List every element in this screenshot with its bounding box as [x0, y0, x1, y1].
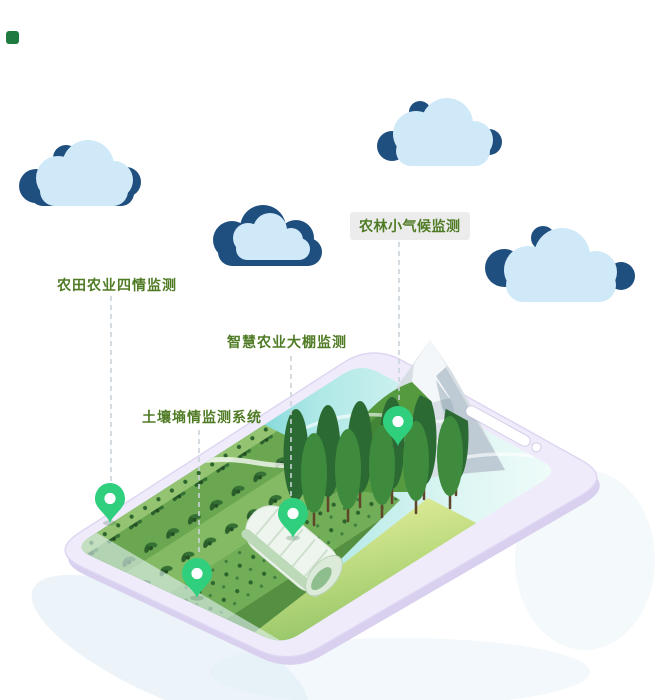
- cloud-left-icon: [19, 140, 141, 206]
- leader-lines: [110, 242, 400, 556]
- cloud-middle-icon: [213, 205, 322, 266]
- label-field-monitoring: 农田农业四情监测: [57, 277, 177, 293]
- pin-soil-location-pin-icon: [182, 558, 212, 601]
- cloud-right-icon: [485, 226, 635, 302]
- label-greenhouse-monitoring: 智慧农业大棚监测: [227, 334, 347, 350]
- phone-camera-pill-icon: [465, 405, 542, 453]
- cloud-top-right-icon: [377, 98, 502, 166]
- pin-greenhouse-location-pin-icon: [278, 498, 308, 541]
- pin-microclimate-location-pin-icon: [383, 406, 413, 449]
- greenhouse: [241, 505, 343, 597]
- pin-field-location-pin-icon: [95, 483, 125, 526]
- map-pins: [95, 406, 413, 601]
- label-soil-moisture-system: 土壤墒情监测系统: [142, 409, 262, 425]
- decor-green-dot: [6, 31, 19, 44]
- label-microclimate-monitoring: 农林小气候监测: [350, 212, 470, 240]
